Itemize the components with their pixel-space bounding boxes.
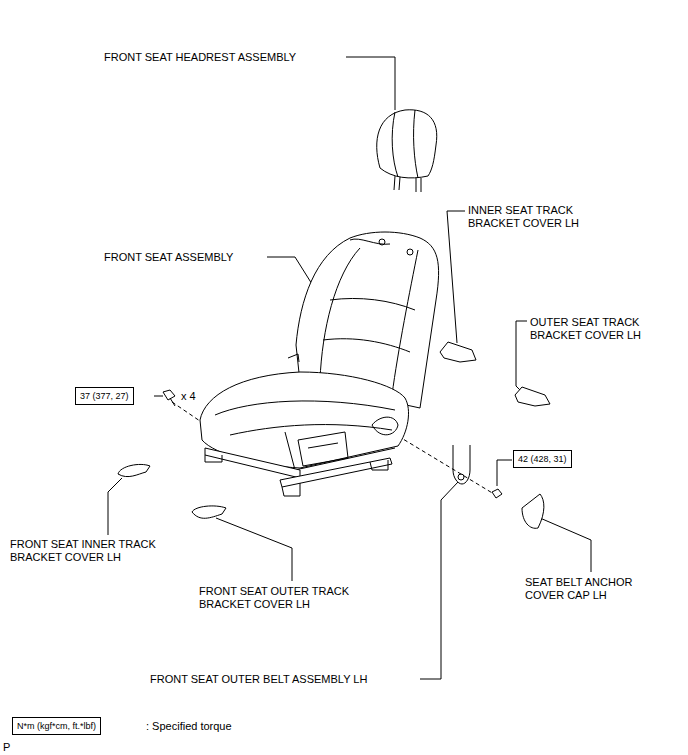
headrest <box>377 110 437 192</box>
part-name: SEAT BELT ANCHOR COVER CAP LH <box>525 576 650 602</box>
unit-box: N*m (kgf*cm, ft.*lbf) <box>12 717 101 735</box>
torque-value: 37 (377, 27) <box>80 391 129 401</box>
bolt <box>163 390 175 406</box>
leader-line <box>346 57 395 110</box>
unit-text: N*m (kgf*cm, ft.*lbf) <box>17 721 96 731</box>
part-name: INNER SEAT TRACK BRACKET COVER LH <box>468 204 593 230</box>
torque-box: 37 (377, 27) <box>75 387 134 405</box>
leader-line <box>497 460 512 486</box>
part-name: FRONT SEAT INNER TRACK BRACKET COVER LH <box>10 538 180 564</box>
part-name: FRONT SEAT ASSEMBLY <box>104 251 233 264</box>
leader-line <box>154 396 163 397</box>
leader-line <box>420 482 458 679</box>
dashed-line <box>398 436 494 494</box>
belt <box>453 445 502 498</box>
leader-line <box>216 518 292 581</box>
torque-value: 42 (428, 31) <box>518 454 567 464</box>
quantity: x 4 <box>181 390 196 403</box>
part-name: FRONT SEAT OUTER BELT ASSEMBLY LH <box>150 673 367 686</box>
leader-line <box>516 321 527 392</box>
page-mark: P <box>3 741 10 754</box>
seat <box>200 232 439 496</box>
part-name: OUTER SEAT TRACK BRACKET COVER LH <box>530 316 655 342</box>
leader-line <box>540 518 591 572</box>
leader-line <box>108 478 122 535</box>
part-name: FRONT SEAT OUTER TRACK BRACKET COVER LH <box>199 585 371 611</box>
legend-text: : Specified torque <box>146 720 232 733</box>
leader-line <box>447 211 465 343</box>
track-covers <box>118 342 550 528</box>
torque-box: 42 (428, 31) <box>513 450 572 468</box>
part-name: FRONT SEAT HEADREST ASSEMBLY <box>104 51 296 64</box>
